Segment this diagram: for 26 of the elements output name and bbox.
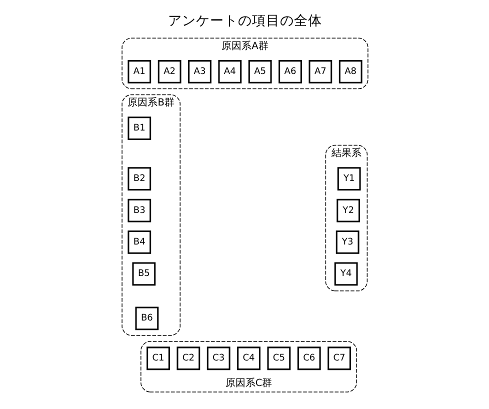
node-box: B4 <box>127 230 151 254</box>
node-box: C4 <box>236 346 260 370</box>
node-box: Y2 <box>336 198 360 222</box>
node-box: C1 <box>146 346 170 370</box>
node-box: B5 <box>132 262 156 286</box>
diagram-title: アンケートの項目の全体 <box>168 12 322 29</box>
node-box: A6 <box>278 60 302 84</box>
node-box: B6 <box>134 306 158 330</box>
node-box: Y1 <box>336 167 360 191</box>
node-box: Y4 <box>334 262 358 286</box>
node-box: C2 <box>176 346 200 370</box>
node-box: A8 <box>338 60 362 84</box>
node-box: A4 <box>218 60 242 84</box>
node-box: B3 <box>127 198 151 222</box>
node-box: A7 <box>308 60 332 84</box>
node-box: A3 <box>188 60 211 84</box>
node-box: C5 <box>266 346 290 370</box>
node-box: C3 <box>206 346 230 370</box>
node-box: B2 <box>127 167 151 191</box>
node-box: A2 <box>157 60 181 84</box>
node-box: A1 <box>127 60 151 84</box>
node-box: Y3 <box>335 230 359 254</box>
node-box: C7 <box>327 346 350 370</box>
node-box: B1 <box>127 116 151 140</box>
node-box: C6 <box>296 346 320 370</box>
node-box: A5 <box>248 60 272 84</box>
